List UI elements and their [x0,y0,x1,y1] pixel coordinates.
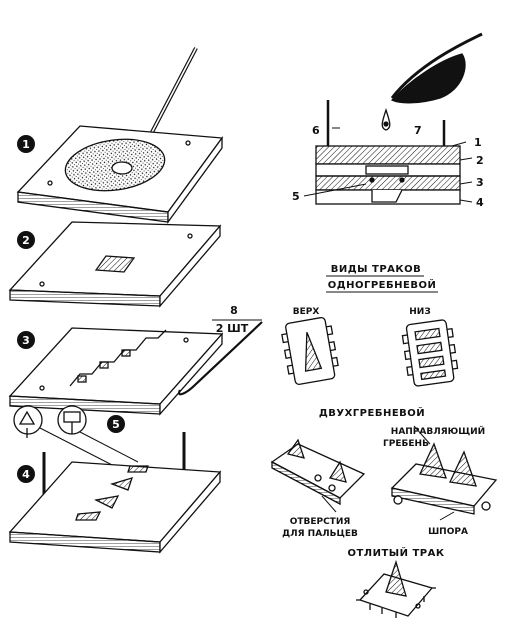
mold-callout-2: 2 [476,154,484,167]
label-top: ВЕРХ [293,307,320,317]
plate-2 [8,221,222,308]
step-badge-5: 5 [107,415,125,433]
ladle [390,32,483,104]
mold-section [303,100,473,205]
heading-cast-track: ОТЛИТЫЙ ТРАК [347,546,444,559]
label-pin-holes-line2: ДЛЯ ПАЛЬЦЕВ [282,529,358,539]
svg-text:2: 2 [22,234,30,247]
mold-callout-3: 3 [476,176,484,189]
svg-text:4: 4 [22,468,30,481]
heading-track-types: ВИДЫ ТРАКОВ [331,264,421,275]
mold-callout-6: 6 [312,124,320,137]
track-double-left [270,438,366,513]
step-badge-3: 3 [17,331,35,349]
track-single-bottom [401,319,459,387]
pin-number-label: 8 [230,304,238,317]
insert-detail-right [57,405,87,435]
label-bottom: НИЗ [409,307,430,317]
svg-text:3: 3 [22,334,30,347]
heading-double-ridge: ДВУХГРЕБНЕВОЙ [319,406,425,419]
track-cast [356,559,436,618]
plate-4 [8,432,222,554]
plate-1 [16,47,224,224]
step-badge-1: 1 [17,135,35,153]
insert-detail-left [13,405,43,438]
mold-callout-4: 4 [476,196,484,209]
pin-8 [178,319,263,396]
pin-count-label: 2 ШТ [216,322,249,335]
label-guide-ridge-line2: ГРЕБЕНЬ [383,439,429,449]
mold-callout-1: 1 [474,136,482,149]
label-pin-holes-line1: ОТВЕРСТИЯ [290,517,351,527]
mold-callout-5: 5 [292,190,300,203]
step-badge-2: 2 [17,231,35,249]
heading-single-ridge: ОДНОГРЕБНЕВОЙ [328,278,437,291]
svg-text:5: 5 [112,418,120,431]
label-spur: ШПОРА [428,527,468,537]
label-guide-ridge-line1: НАПРАВЛЯЮЩИЙ [391,425,485,437]
track-double-right [390,425,498,521]
mold-callout-7: 7 [414,124,422,137]
plate-3 [8,327,224,416]
track-single-top [281,316,339,386]
step-badge-4: 4 [17,465,35,483]
svg-text:1: 1 [22,138,30,151]
